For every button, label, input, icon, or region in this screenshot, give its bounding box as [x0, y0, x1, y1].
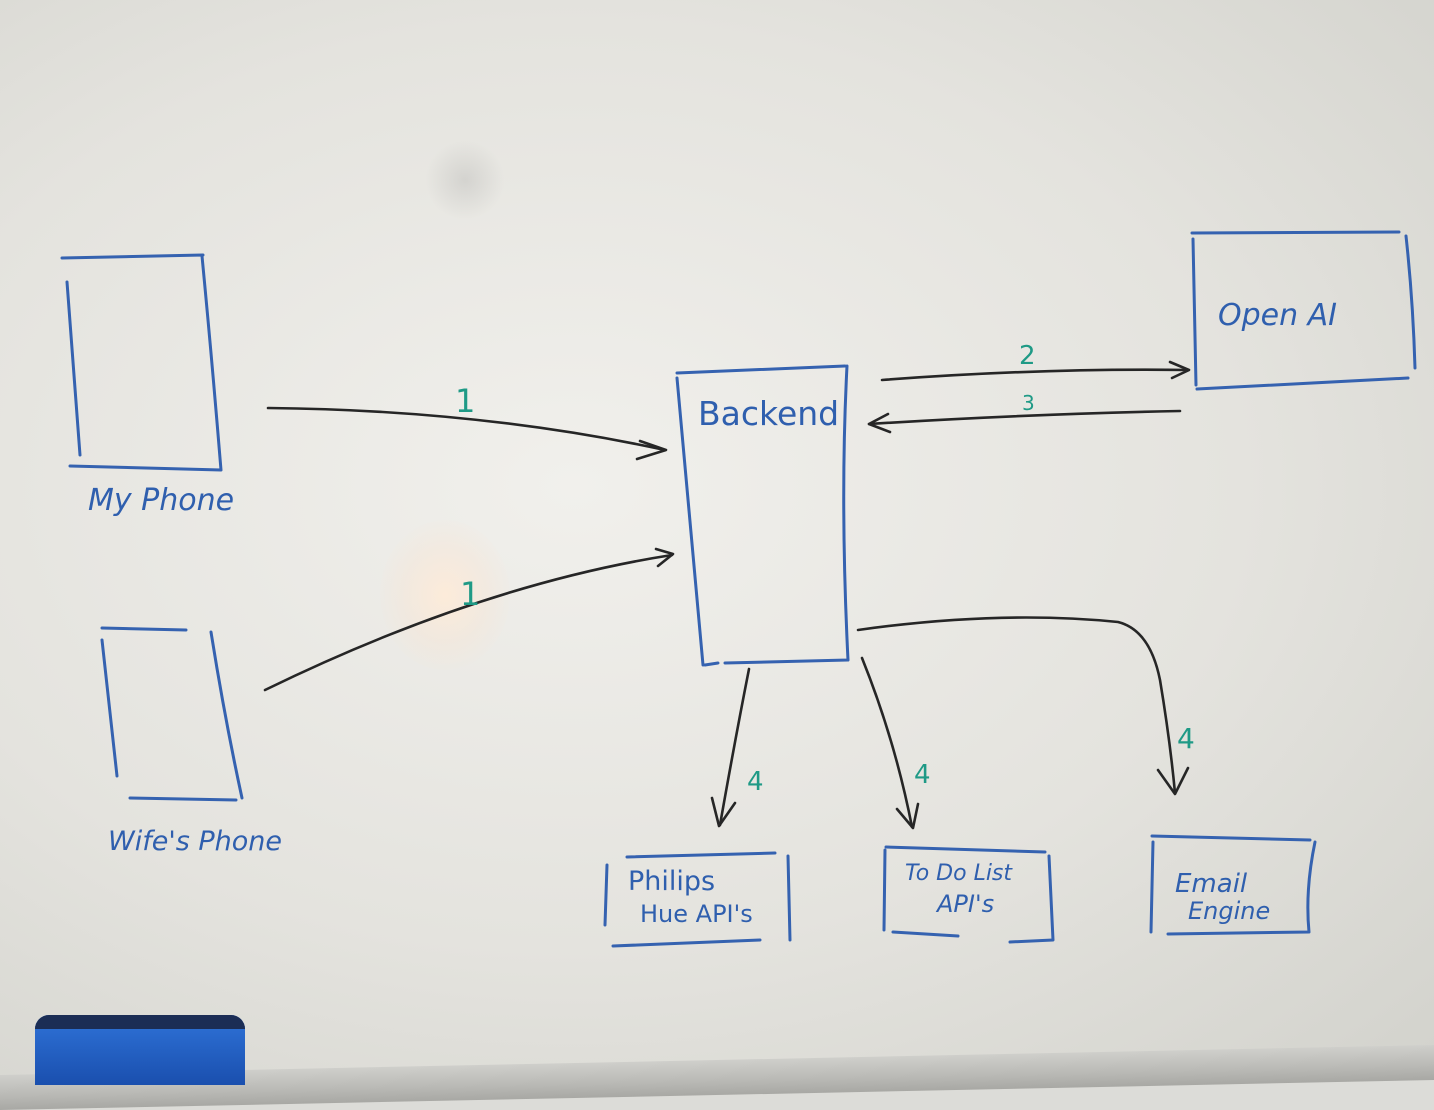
- arrow-myphone-backend-head: [635, 439, 668, 461]
- arrow-backend-todo-line: [860, 656, 914, 829]
- board-smudge: [425, 140, 505, 220]
- philips-hue-box: [603, 851, 792, 948]
- arrow-openai-backend: 3: [867, 391, 1182, 434]
- email-box: [1149, 834, 1317, 936]
- step-4-hue: 4: [747, 767, 764, 797]
- arrow-wifephone-backend-line: [263, 553, 674, 692]
- step-2: 2: [1019, 341, 1036, 371]
- todo-label-2: API's: [935, 890, 994, 918]
- arrow-backend-openai-line: [880, 368, 1190, 382]
- openai-node: Open AI: [1190, 230, 1417, 391]
- light-glare: [380, 520, 510, 670]
- email-label-1: Email: [1175, 869, 1248, 899]
- todo-box: [882, 845, 1055, 944]
- eraser-felt: [35, 1015, 245, 1029]
- philips-hue-label-1: Philips: [628, 866, 715, 897]
- wifes-phone-box: [100, 626, 244, 802]
- arrow-backend-hue: 4: [710, 667, 764, 828]
- arrow-backend-email-head: [1156, 766, 1190, 796]
- arrow-backend-email: 4: [856, 616, 1195, 796]
- wifes-phone-node: Wife's Phone: [100, 626, 282, 857]
- my-phone-node: My Phone: [60, 253, 234, 518]
- my-phone-label: My Phone: [88, 483, 234, 518]
- openai-label: Open AI: [1218, 298, 1337, 333]
- todo-label-1: To Do List: [905, 861, 1013, 886]
- backend-node: Backend: [675, 364, 850, 667]
- wifes-phone-label: Wife's Phone: [108, 826, 282, 857]
- email-node: Email Engine: [1149, 834, 1317, 936]
- arrow-openai-backend-line: [867, 409, 1182, 426]
- arrow-wifephone-backend-head: [654, 547, 675, 568]
- philips-hue-label-2: Hue API's: [640, 900, 753, 928]
- openai-box: [1190, 230, 1417, 391]
- backend-box: [675, 364, 850, 667]
- arrow-backend-openai-head: [1168, 360, 1191, 380]
- arrow-myphone-backend-line: [266, 406, 667, 452]
- my-phone-box: [60, 253, 223, 472]
- step-3: 3: [1022, 391, 1035, 415]
- arrow-backend-hue-head: [710, 796, 737, 828]
- arrow-backend-email-line: [856, 616, 1177, 795]
- step-1-myphone: 1: [455, 382, 475, 420]
- step-1-wifephone: 1: [460, 575, 480, 613]
- step-4-email: 4: [1177, 722, 1195, 755]
- arrow-wifephone-backend: 1: [263, 547, 675, 692]
- arrow-backend-hue-line: [718, 667, 751, 827]
- backend-label: Backend: [698, 394, 839, 433]
- arrow-openai-backend-head: [867, 412, 892, 434]
- todo-node: To Do List API's: [882, 845, 1055, 944]
- arrow-backend-todo: 4: [860, 656, 931, 830]
- architecture-diagram: My Phone Wife's Phone Backend Open AI Ph…: [60, 230, 1417, 948]
- step-4-todo: 4: [914, 760, 931, 790]
- whiteboard: [0, 0, 1434, 1080]
- philips-hue-node: Philips Hue API's: [603, 851, 792, 948]
- email-label-2: Engine: [1188, 897, 1270, 925]
- arrow-backend-todo-head: [895, 802, 920, 830]
- arrow-myphone-backend: 1: [266, 382, 668, 461]
- arrow-backend-openai: 2: [880, 341, 1191, 382]
